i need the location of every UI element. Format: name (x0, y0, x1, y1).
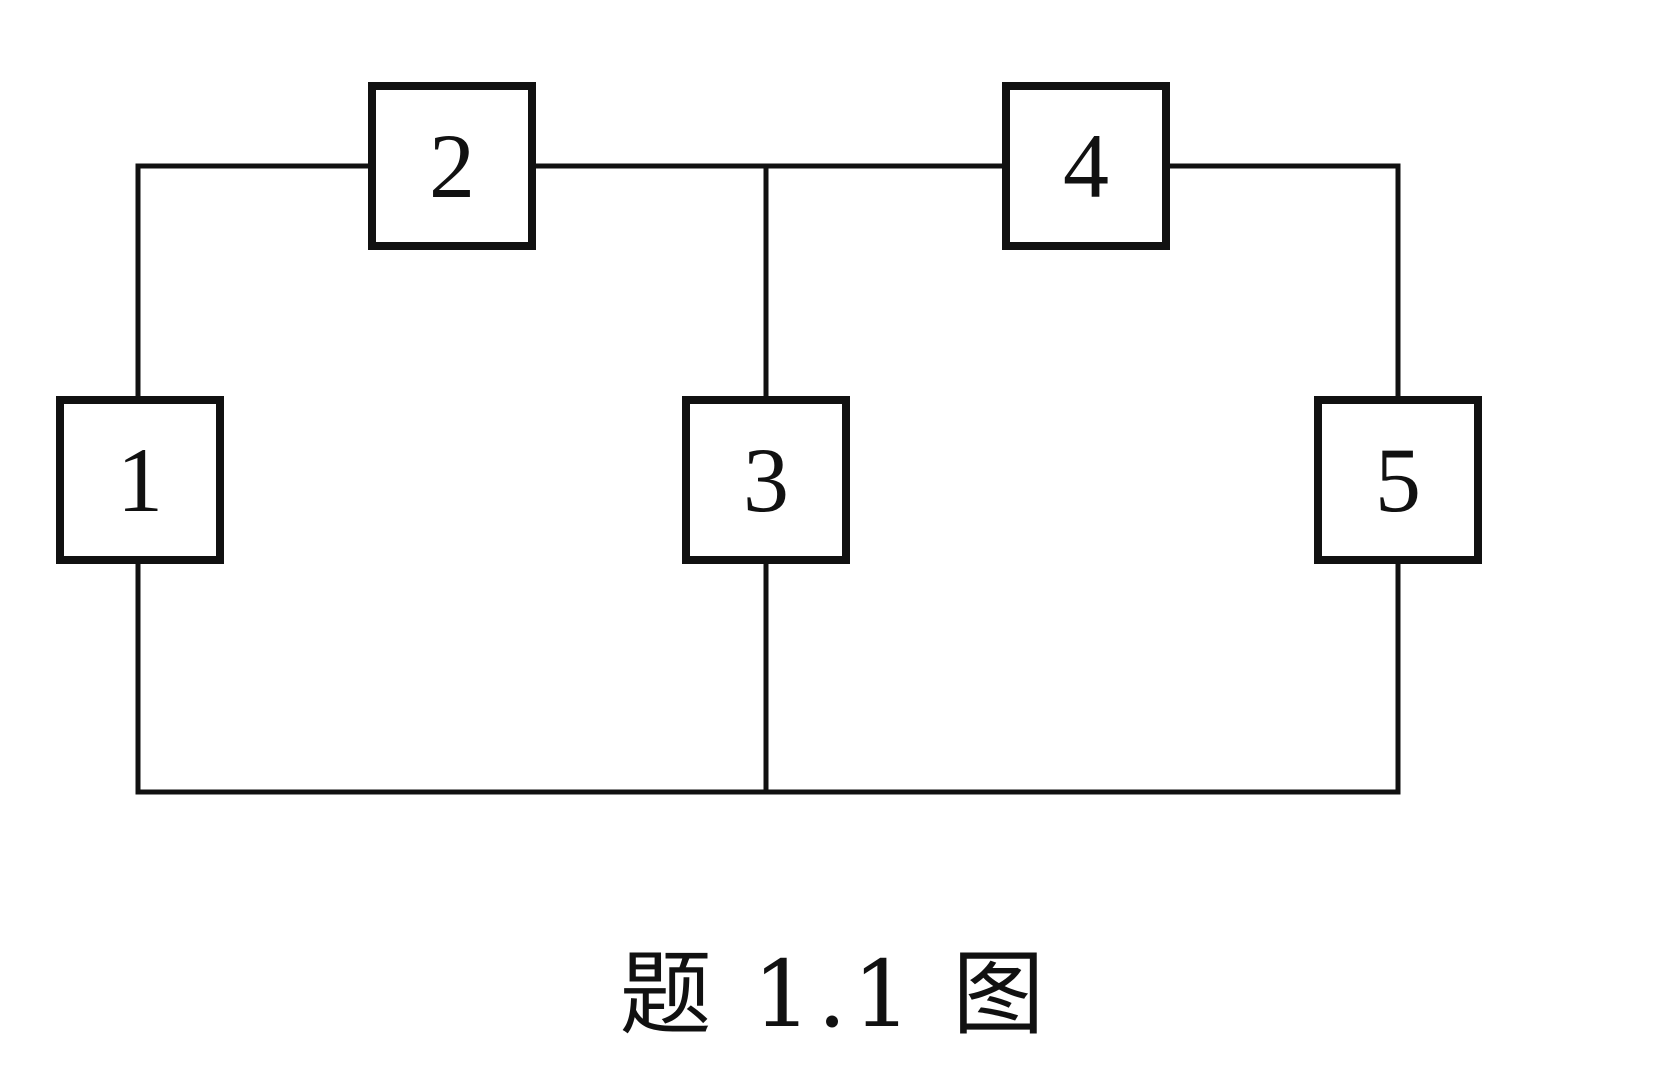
wire-1-2 (135, 163, 375, 403)
node-2-box (368, 82, 536, 250)
node-5-label: 5 (1375, 429, 1421, 531)
node-3-box (682, 396, 850, 564)
node-5: 5 (1314, 396, 1482, 564)
node-1-label: 1 (117, 429, 163, 531)
node-2: 2 (368, 82, 536, 250)
figure-caption: 题 1.1 图 (619, 941, 1051, 1048)
node-1-box (56, 396, 224, 564)
node-4-label: 4 (1063, 115, 1109, 217)
node-3: 3 (682, 396, 850, 564)
node-2-label: 2 (429, 115, 475, 217)
node-1: 1 (56, 396, 224, 564)
wires (135, 163, 1401, 795)
node-4-box (1002, 82, 1170, 250)
node-4: 4 (1002, 82, 1170, 250)
wire-4-5 (1163, 163, 1401, 403)
node-5-box (1314, 396, 1482, 564)
node-3-label: 3 (743, 429, 789, 531)
